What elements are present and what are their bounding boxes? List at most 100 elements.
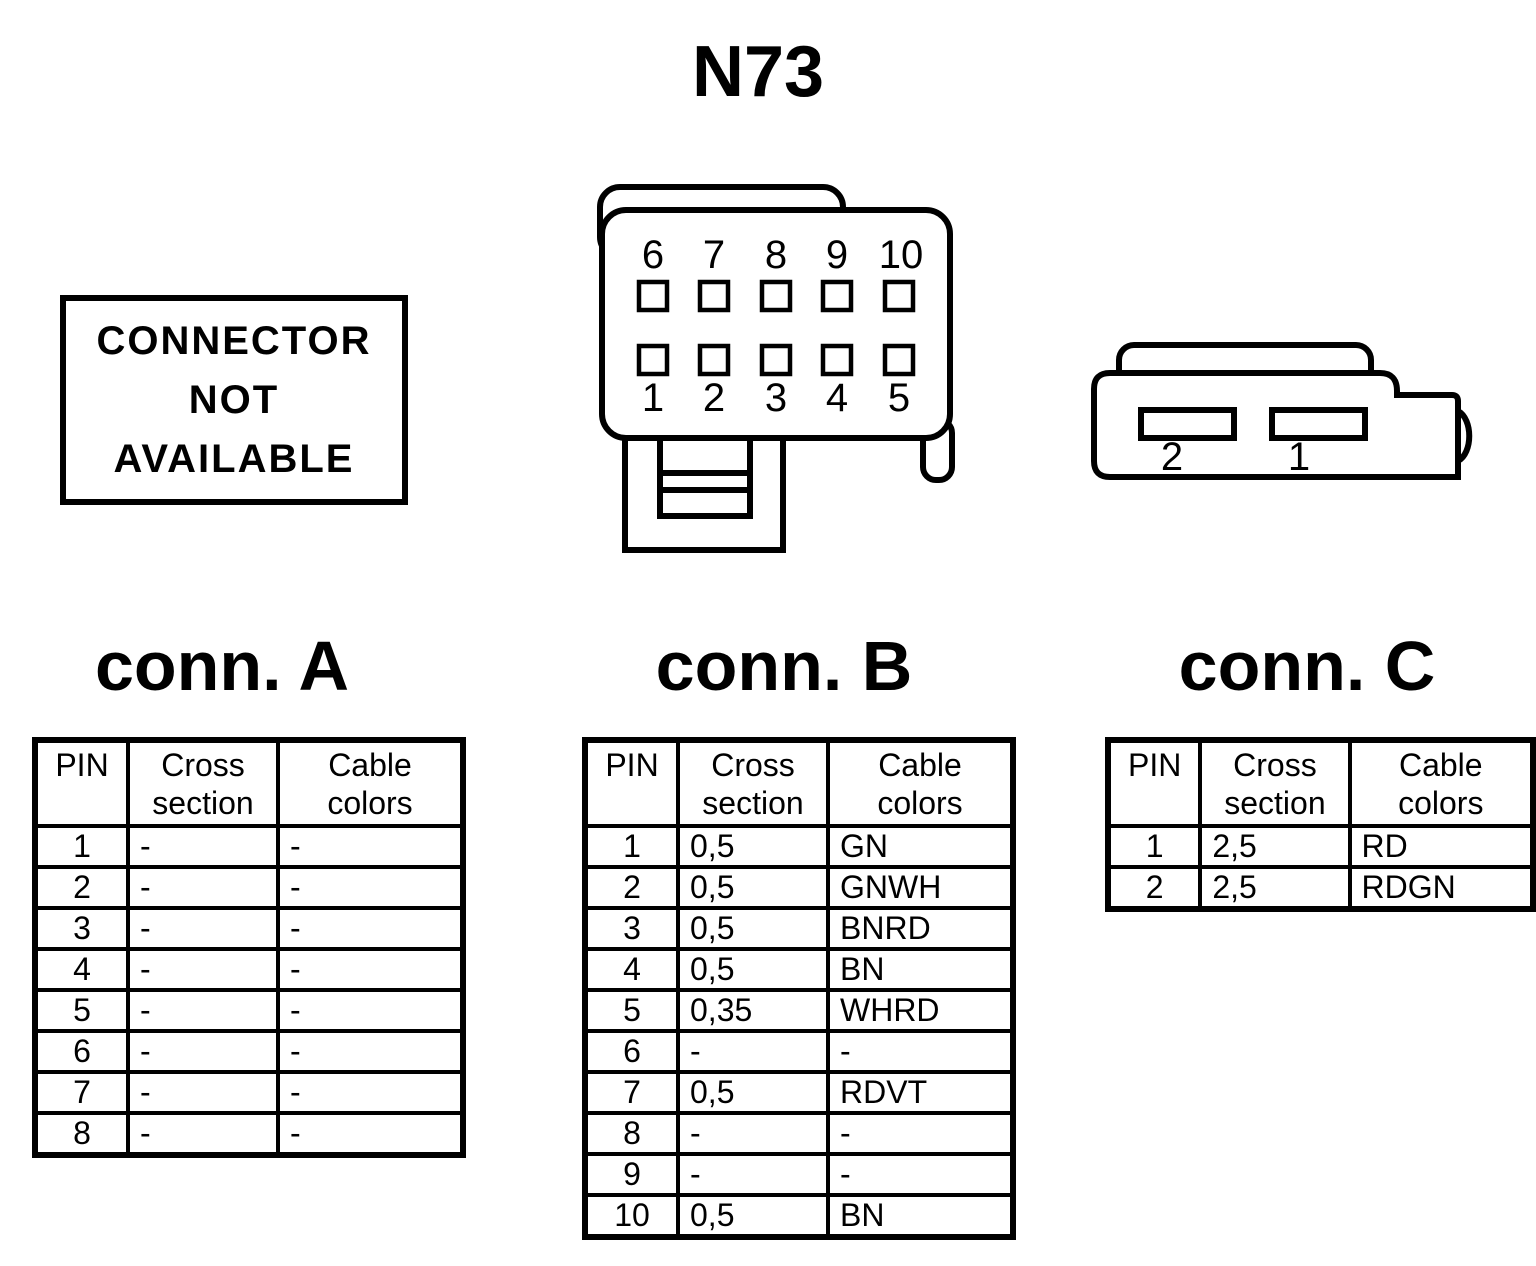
column-header-cable-colors: Cable colors [1347,738,1536,828]
conn-a-heading: conn. A [94,627,350,705]
cross-section-cell: - [676,1029,830,1074]
cable-color-cell: - [826,1152,1015,1197]
conn-a-table: PIN Cross section Cable colors 1--2--3--… [32,737,466,1158]
cross-section-cell: 0,5 [676,824,830,869]
cross-section-cell: 0,5 [676,947,830,992]
cable-color-cell: - [276,1111,465,1157]
cross-section-cell: - [126,906,280,951]
cable-color-cell: RDGN [1347,865,1536,911]
pin-number-6: 6 [642,233,664,277]
table-row: 9-- [583,1152,1015,1197]
pin-cell: 4 [583,947,680,992]
column-header-cross-section: Cross section [676,738,830,828]
connector-c-side-bump [1456,408,1473,464]
cable-color-cell: WHRD [826,988,1015,1033]
pin-number-2: 2 [703,376,725,420]
cable-color-cell: - [276,988,465,1033]
pin-cell: 3 [583,906,680,951]
cable-color-cell: GNWH [826,865,1015,910]
pin-cell: 2 [1105,865,1203,911]
column-header-cross-section: Cross section [126,738,280,828]
header-row: PIN Cross section Cable colors [33,738,465,828]
pin-number-3: 3 [765,376,787,420]
pin-cell: 3 [33,906,130,951]
cable-color-cell: - [826,1029,1015,1074]
pin-cell: 4 [33,947,130,992]
table-row: 1-- [33,824,465,869]
connector-b-housing [599,207,953,441]
cross-section-cell: 0,5 [676,906,830,951]
page-title: N73 [691,32,825,112]
cable-color-cell: - [276,1029,465,1074]
pin-cell: 10 [583,1193,680,1239]
pin-cavity-2 [697,343,731,377]
pin-cell: 8 [33,1111,130,1157]
pin-cell: 6 [583,1029,680,1074]
header-row: PIN Cross section Cable colors [583,738,1015,828]
pin-cavity-4 [820,343,854,377]
cable-color-cell: RDVT [826,1070,1015,1115]
pin-cavity-8 [759,279,793,313]
pin-cell: 1 [33,824,130,869]
pin-slot-2 [1138,407,1237,441]
pin-cell: 1 [583,824,680,869]
column-header-pin: PIN [583,738,680,828]
pin-cavity-10 [882,279,916,313]
header-row: PIN Cross section Cable colors [1105,738,1536,828]
table-row: 4-- [33,947,465,992]
cross-section-cell: - [676,1111,830,1156]
cable-color-cell: BN [826,947,1015,992]
cable-color-cell: - [276,1070,465,1115]
pin-slot-1 [1269,407,1368,441]
pin-cell: 5 [33,988,130,1033]
pin-cell: 7 [583,1070,680,1115]
pin-number-9: 9 [826,233,848,277]
pin-number-1: 1 [642,376,664,420]
cable-color-cell: BN [826,1193,1015,1239]
conn-c-heading: conn. C [1178,627,1436,705]
pin-cell: 6 [33,1029,130,1074]
connector-not-available-box: CONNECTOR NOT AVAILABLE [60,295,408,505]
pin-cell: 1 [1105,824,1203,869]
connector-b-drawing: 6 7 8 9 10 1 2 3 4 5 [597,184,955,553]
na-line-3: AVAILABLE [113,436,355,481]
table-row: 8-- [33,1111,465,1157]
conn-b-heading: conn. B [655,627,913,705]
pin-number-4: 4 [826,376,848,420]
cross-section-cell: - [126,1029,280,1074]
pin-cavity-5 [882,343,916,377]
cross-section-cell: 2,5 [1198,865,1352,911]
pin-cavity-7 [697,279,731,313]
cross-section-cell: - [676,1152,830,1197]
pin-number-5: 5 [888,376,910,420]
pin-cell: 2 [583,865,680,910]
cross-section-cell: - [126,1111,280,1157]
column-header-pin: PIN [1105,738,1203,828]
cross-section-cell: - [126,1070,280,1115]
cross-section-cell: - [126,947,280,992]
cable-color-cell: - [276,906,465,951]
column-header-cable-colors: Cable colors [276,738,465,828]
cross-section-cell: 0,35 [676,988,830,1033]
table-row: 6-- [583,1029,1015,1074]
pin-cell: 8 [583,1111,680,1156]
pin-number-8: 8 [765,233,787,277]
cable-color-cell: RD [1347,824,1536,869]
cable-color-cell: - [276,947,465,992]
cross-section-cell: 0,5 [676,865,830,910]
table-row: 3-- [33,906,465,951]
pin-cell: 5 [583,988,680,1033]
column-header-cross-section: Cross section [1198,738,1352,828]
cross-section-cell: - [126,824,280,869]
cross-section-cell: - [126,865,280,910]
column-header-cable-colors: Cable colors [826,738,1015,828]
pin-number-7: 7 [703,233,725,277]
cross-section-cell: - [126,988,280,1033]
